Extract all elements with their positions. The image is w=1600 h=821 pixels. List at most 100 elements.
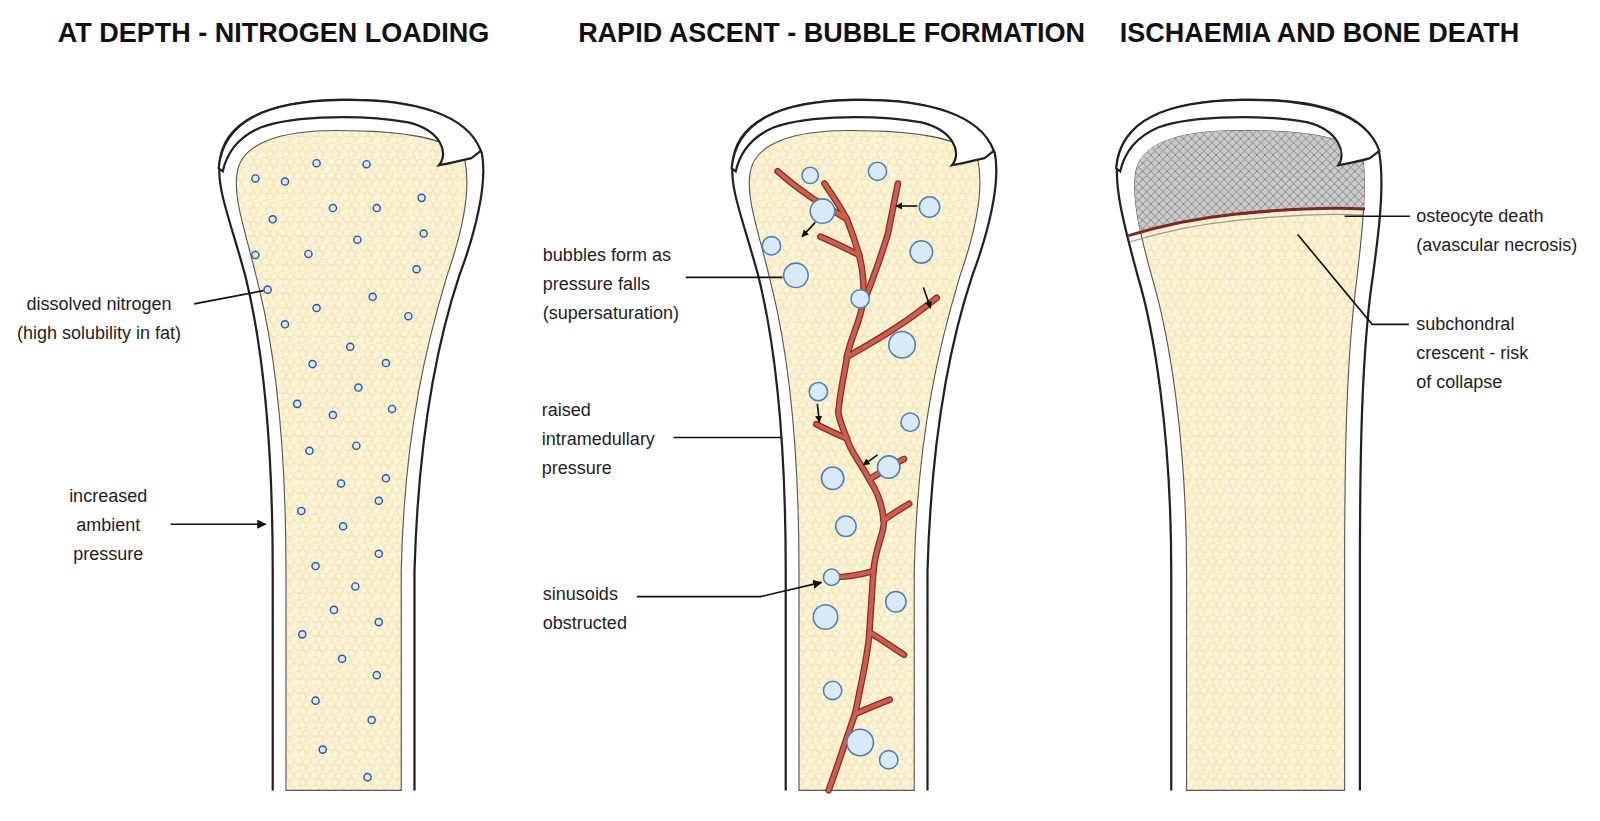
nitrogen-dots-part [353, 442, 360, 449]
leader-lines-part [1298, 235, 1409, 325]
gas-bubbles-part [823, 681, 841, 699]
leader-lines-part [637, 582, 822, 596]
nitrogen-dots-part [281, 321, 288, 328]
nitrogen-dots-part [312, 562, 319, 569]
nitrogen-dots-part [313, 304, 320, 311]
nitrogen-dots-part [352, 583, 359, 590]
bone-panel-2 [732, 100, 997, 791]
nitrogen-dots-part [388, 405, 395, 412]
nitrogen-dots-part [364, 774, 371, 781]
bone-panel-3 [1102, 100, 1398, 791]
gas-bubbles-part [762, 237, 780, 255]
nitrogen-dots-part [413, 266, 420, 273]
leader-lines [171, 216, 1410, 596]
nitrogen-dots-part [298, 507, 305, 514]
nitrogen-dots-part [299, 631, 306, 638]
gas-bubbles-part [810, 199, 834, 223]
bone-panel-3-part [1128, 208, 1365, 235]
gas-bubbles-part [880, 751, 898, 769]
gas-bubbles-part [813, 605, 837, 629]
bubble-arrows-part [896, 205, 917, 207]
gas-bubbles-part [886, 592, 906, 612]
bone-panel-3-part [1116, 100, 1379, 171]
sinusoid-vessels-part [869, 632, 904, 654]
bone-panel-1-part [219, 100, 481, 171]
nitrogen-dots-part [312, 697, 319, 704]
nitrogen-dots-part [375, 497, 382, 504]
nitrogen-dots [252, 160, 427, 781]
bone-panel-2-part [749, 131, 980, 791]
nitrogen-dots-part [369, 293, 376, 300]
nitrogen-dots-part [294, 400, 301, 407]
gas-bubbles-part [847, 729, 874, 756]
sinusoid-vessels-part [855, 700, 890, 714]
callout-label: bubbles form as pressure falls (supersat… [543, 241, 689, 328]
nitrogen-dots-part [330, 606, 337, 613]
nitrogen-dots-part [340, 523, 347, 530]
gas-bubbles-part [851, 290, 869, 308]
leader-lines-part [674, 437, 782, 439]
bubble-arrows [802, 206, 931, 465]
sinusoid-vessels [778, 171, 937, 790]
gas-bubbles-part [809, 382, 827, 400]
nitrogen-dots-part [382, 475, 389, 482]
sinusoid-vessels-part [862, 184, 898, 306]
gas-bubbles [762, 162, 939, 769]
callout-label: dissolved nitrogen (high solubility in f… [11, 290, 187, 348]
callout-label: raised intramedullary pressure [542, 396, 668, 483]
nitrogen-dots-part [382, 360, 389, 367]
sinusoid-vessels-part [884, 504, 909, 520]
gas-bubbles-part [836, 516, 856, 536]
gas-bubbles-part [901, 413, 919, 431]
nitrogen-dots-part [337, 480, 344, 487]
nitrogen-dots-part [313, 160, 320, 167]
nitrogen-dots-part [354, 236, 361, 243]
callout-label: increased ambient pressure [60, 482, 156, 569]
nitrogen-dots-part [373, 204, 380, 211]
nitrogen-dots-part [363, 161, 370, 168]
nitrogen-dots-part [269, 216, 276, 223]
leader-lines-part [194, 291, 263, 304]
nitrogen-dots-part [252, 251, 259, 258]
nitrogen-dots-part [329, 204, 336, 211]
sinusoid-vessels-part [816, 424, 847, 438]
bubble-arrows-part [817, 404, 819, 422]
panel-title: AT DEPTH - NITROGEN LOADING [58, 17, 490, 49]
bone-panel-3-part [1135, 131, 1365, 791]
bubble-arrows-part [802, 222, 815, 236]
leader-lines-part [171, 523, 266, 525]
gas-bubbles-part [821, 467, 843, 489]
bone-panel-1 [219, 100, 484, 791]
bone-panel-3-part [1130, 214, 1364, 241]
nitrogen-dots-part [319, 746, 326, 753]
nitrogen-dots-part [375, 619, 382, 626]
callout-label: osteocyte death (avascular necrosis) [1416, 202, 1588, 260]
bone-panel-1-part [219, 100, 483, 791]
panel-title: RAPID ASCENT - BUBBLE FORMATION [578, 17, 1085, 49]
gas-bubbles-part [868, 162, 886, 180]
leader-lines-part [686, 277, 783, 279]
leader-lines-part [1345, 215, 1410, 217]
nitrogen-dots-part [329, 412, 336, 419]
sinusoid-vessels-part [862, 184, 898, 306]
callout-label: sinusoids obstructed [543, 580, 653, 638]
gas-bubbles-part [784, 263, 808, 287]
nitrogen-dots-part [405, 313, 412, 320]
bone-panel-2-part [732, 100, 994, 171]
nitrogen-dots-part [281, 178, 288, 185]
nitrogen-dots-part [306, 447, 313, 454]
nitrogen-dots-part [373, 672, 380, 679]
nitrogen-dots-part [305, 250, 312, 257]
nitrogen-dots-part [347, 343, 354, 350]
nitrogen-dots-part [264, 286, 271, 293]
callout-label: subchondral crescent - risk of collapse [1416, 310, 1536, 397]
nitrogen-dots-part [375, 550, 382, 557]
nitrogen-dots-part [339, 655, 346, 662]
sinusoid-vessels-part [869, 632, 904, 654]
bone-panel-1-part [236, 131, 467, 791]
gas-bubbles-part [878, 456, 900, 478]
nitrogen-dots-part [420, 230, 427, 237]
gas-bubbles-part [910, 241, 932, 263]
nitrogen-dots-part [355, 384, 362, 391]
